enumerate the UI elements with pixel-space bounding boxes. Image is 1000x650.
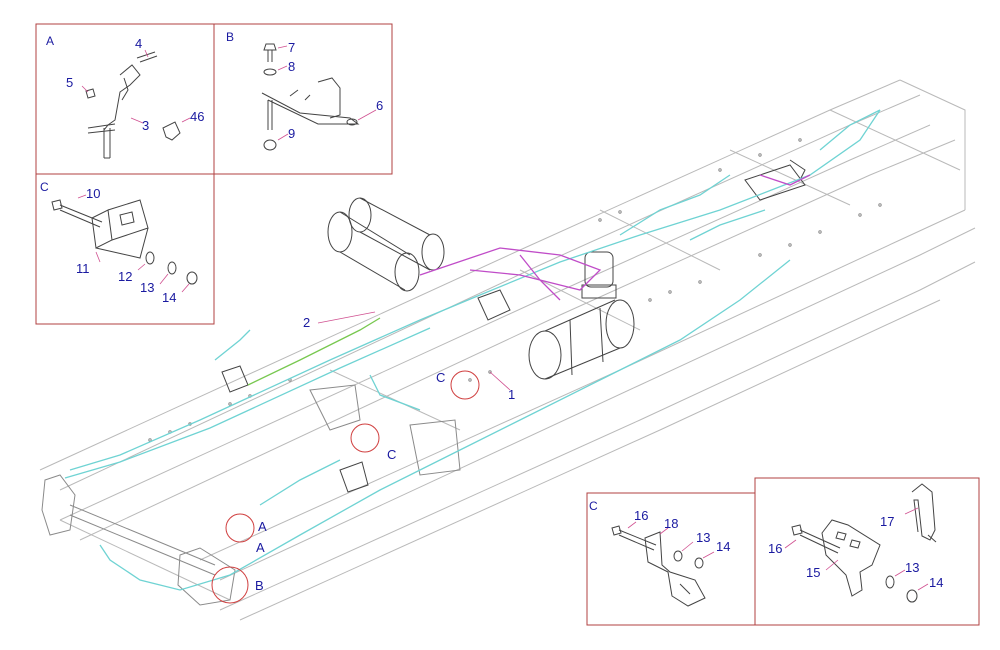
callout-13: 13 xyxy=(140,280,154,295)
callout-46: 46 xyxy=(190,109,204,124)
air-lines xyxy=(64,109,881,591)
panel-c-top-letter: C xyxy=(40,180,49,194)
detail-ref-c-lower: C xyxy=(387,447,396,462)
callout-9: 9 xyxy=(288,126,295,141)
callout-15: 15 xyxy=(806,565,820,580)
callout-17: 17 xyxy=(880,514,894,529)
detail-ref-b: B xyxy=(255,578,264,593)
callout-11: 11 xyxy=(76,261,90,276)
panel-c-bottom-letter: C xyxy=(589,499,598,513)
callout-3: 3 xyxy=(142,118,149,133)
detail-ref-c-upper: C xyxy=(436,370,445,385)
callout-10: 10 xyxy=(86,186,100,201)
detail-panel-c-top: C 10 11 12 13 14 xyxy=(35,173,215,325)
callout-4: 4 xyxy=(135,36,142,51)
chassis-frame xyxy=(39,79,976,621)
callout-5: 5 xyxy=(66,75,73,90)
detail-markers xyxy=(211,370,480,604)
detail-panel-b: B 7 8 6 9 xyxy=(213,23,393,175)
detail-panel-a: A 4 5 3 46 xyxy=(35,23,215,175)
callout-14: 14 xyxy=(162,290,176,305)
callout-16-panel-d: 16 xyxy=(768,541,782,556)
twin-air-tanks xyxy=(327,197,445,292)
callout-6: 6 xyxy=(376,98,383,113)
large-air-tank xyxy=(528,299,635,380)
detail-panel-c-bottom: C 16 18 13 14 xyxy=(586,492,756,626)
callout-1: 1 xyxy=(508,387,515,402)
detail-ref-a-upper: A xyxy=(258,519,267,534)
detail-panel-d: 17 16 15 13 14 xyxy=(754,477,980,626)
callout-14-bottom-c: 14 xyxy=(716,539,730,554)
callout-13-bottom-c: 13 xyxy=(696,530,710,545)
panel-b-letter: B xyxy=(226,30,234,44)
callout-2: 2 xyxy=(303,315,310,330)
callout-18: 18 xyxy=(664,516,678,531)
detail-ref-a-lower: A xyxy=(256,540,265,555)
callout-8: 8 xyxy=(288,59,295,74)
valve-block-rear xyxy=(744,159,806,201)
callout-16-bottom-c: 16 xyxy=(634,508,648,523)
callout-13-panel-d: 13 xyxy=(905,560,919,575)
callout-14-panel-d: 14 xyxy=(929,575,943,590)
callout-12: 12 xyxy=(118,269,132,284)
callout-7: 7 xyxy=(288,40,295,55)
air-dryer xyxy=(581,251,617,299)
panel-a-letter: A xyxy=(46,34,54,48)
